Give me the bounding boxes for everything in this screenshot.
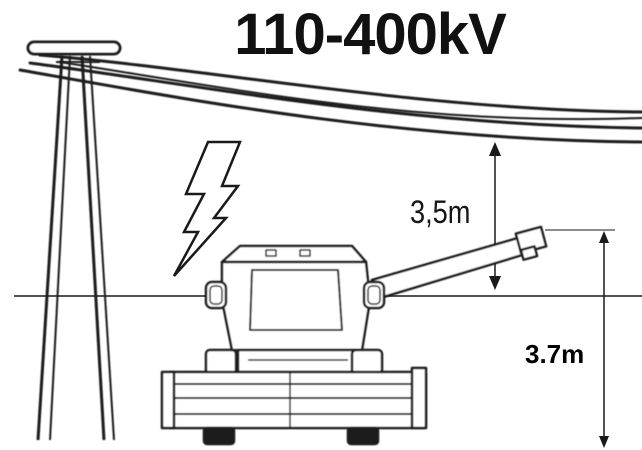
clearance-label: 3,5m (410, 194, 471, 230)
pole-leg-right (80, 55, 106, 441)
clearance-arrow-head-top (489, 142, 501, 156)
rear-wheel-right (346, 426, 380, 446)
left-light-inner (209, 285, 223, 305)
pole-crossarm (26, 40, 122, 56)
clearance-arrow-head-bottom (489, 276, 501, 290)
pole-leg-right-inner (89, 55, 115, 441)
front-wheel-left (204, 348, 238, 376)
cab-window (249, 269, 343, 331)
combine-harvester-icon (160, 225, 548, 446)
rear-wheel-left (202, 426, 236, 446)
pole-leg-left (36, 55, 64, 441)
lightning-bolt-icon (172, 140, 242, 277)
height-arrow-head-bottom (599, 436, 609, 448)
cutting-header (166, 370, 428, 430)
feeder-housing (236, 348, 360, 374)
clearance-dimension (489, 142, 501, 290)
unloading-auger (370, 234, 534, 300)
header-end-right (410, 366, 428, 430)
pole-leg-left-inner (49, 55, 71, 441)
right-light-inner (367, 285, 381, 305)
conductor-4 (59, 61, 642, 121)
conductor-2 (28, 61, 642, 130)
voltage-label: 110-400kV (234, 2, 507, 67)
conductor-3 (18, 68, 642, 144)
auger-spout-tip (519, 245, 539, 261)
height-dimension (545, 229, 615, 448)
cab-roof (220, 244, 368, 264)
header-end-left (160, 370, 176, 430)
front-wheel-right (350, 348, 384, 376)
conductor-1 (38, 53, 642, 114)
roof-light-left (265, 249, 277, 257)
height-arrow-head-top (599, 231, 609, 243)
power-pole-icon (26, 40, 122, 441)
power-line-conductors (18, 53, 642, 144)
roof-light-right (299, 249, 311, 257)
harvester-height-label: 3.7m (525, 339, 585, 369)
